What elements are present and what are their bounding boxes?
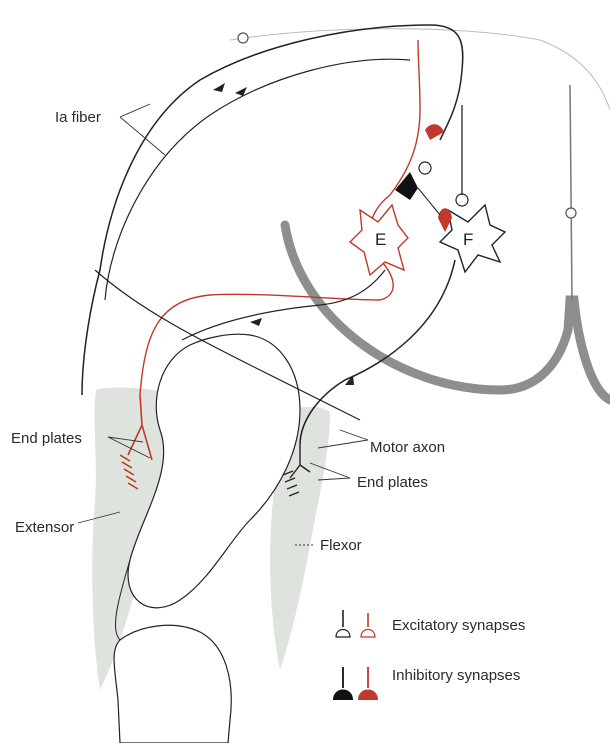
central-canal <box>566 208 576 218</box>
grey-matter <box>285 225 610 400</box>
central-canal-line <box>570 85 572 300</box>
extensor-label: Extensor <box>15 519 74 536</box>
label-f: F <box>463 230 473 249</box>
dorsal-ganglion <box>238 33 248 43</box>
tibia-bone <box>114 625 231 743</box>
legend-excitatory-label: Excitatory synapses <box>392 617 525 634</box>
red-synapse-f <box>438 208 452 232</box>
legend-inhibitory-label: Inhibitory synapses <box>392 667 520 684</box>
legend-excitatory-dark-icon <box>336 610 350 637</box>
arrow-upper-1 <box>213 83 225 92</box>
end-plates-left-label: End plates <box>11 430 82 447</box>
ia-fiber <box>82 25 463 395</box>
legend-inhibitory-dark-icon <box>333 667 353 700</box>
legend: Excitatory synapses Inhibitory synapses <box>333 610 525 700</box>
ia-fiber-inner <box>105 59 410 300</box>
end-plates-right-label: End plates <box>357 474 428 491</box>
label-e: E <box>375 230 386 249</box>
motor-axon-label: Motor axon <box>370 439 445 456</box>
arrow-mid <box>250 318 262 326</box>
f-synapse-terminal <box>456 194 468 206</box>
ia-fiber-label: Ia fiber <box>55 109 101 126</box>
interneuron-to-f <box>418 188 440 215</box>
inhibitory-interneuron <box>395 172 418 200</box>
flexor-label: Flexor <box>320 537 362 554</box>
legend-excitatory-red-icon <box>361 613 375 637</box>
e-axon-path <box>182 270 385 340</box>
legend-inhibitory-red-icon <box>358 667 378 700</box>
excitatory-terminal <box>419 162 431 174</box>
